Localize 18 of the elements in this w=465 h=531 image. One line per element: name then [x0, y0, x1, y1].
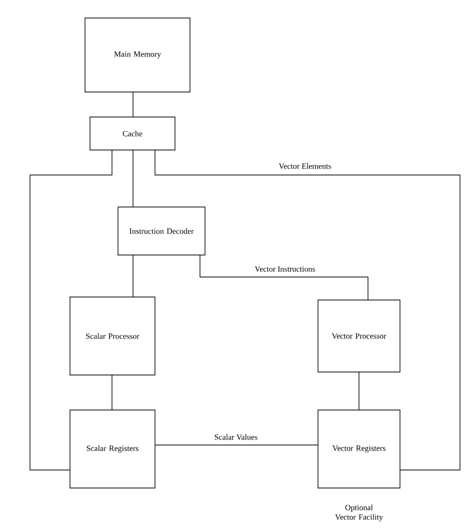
- process-box: Main Memory: [84, 18, 190, 92]
- connector-line: [30, 150, 112, 470]
- caption-text: Optional Vector Facility: [335, 504, 383, 522]
- edge-label: Scalar Values: [213, 433, 259, 441]
- process-box: Vector Processor: [318, 300, 400, 372]
- connector-line: [154, 150, 460, 470]
- connector-line: [200, 254, 368, 300]
- connector-line: [154, 444, 318, 446]
- process-box: Scalar Registers: [70, 410, 156, 488]
- process-box: Cache: [90, 116, 176, 150]
- connector-line: [358, 372, 360, 410]
- process-box: Instruction Decoder: [118, 206, 206, 256]
- edge-label: Vector Elements: [278, 162, 332, 170]
- process-box: Scalar Processor: [70, 296, 156, 376]
- connector-line: [132, 92, 134, 118]
- connector-line: [132, 150, 134, 208]
- connector-line: [132, 254, 134, 298]
- process-box: Vector Registers: [318, 410, 400, 488]
